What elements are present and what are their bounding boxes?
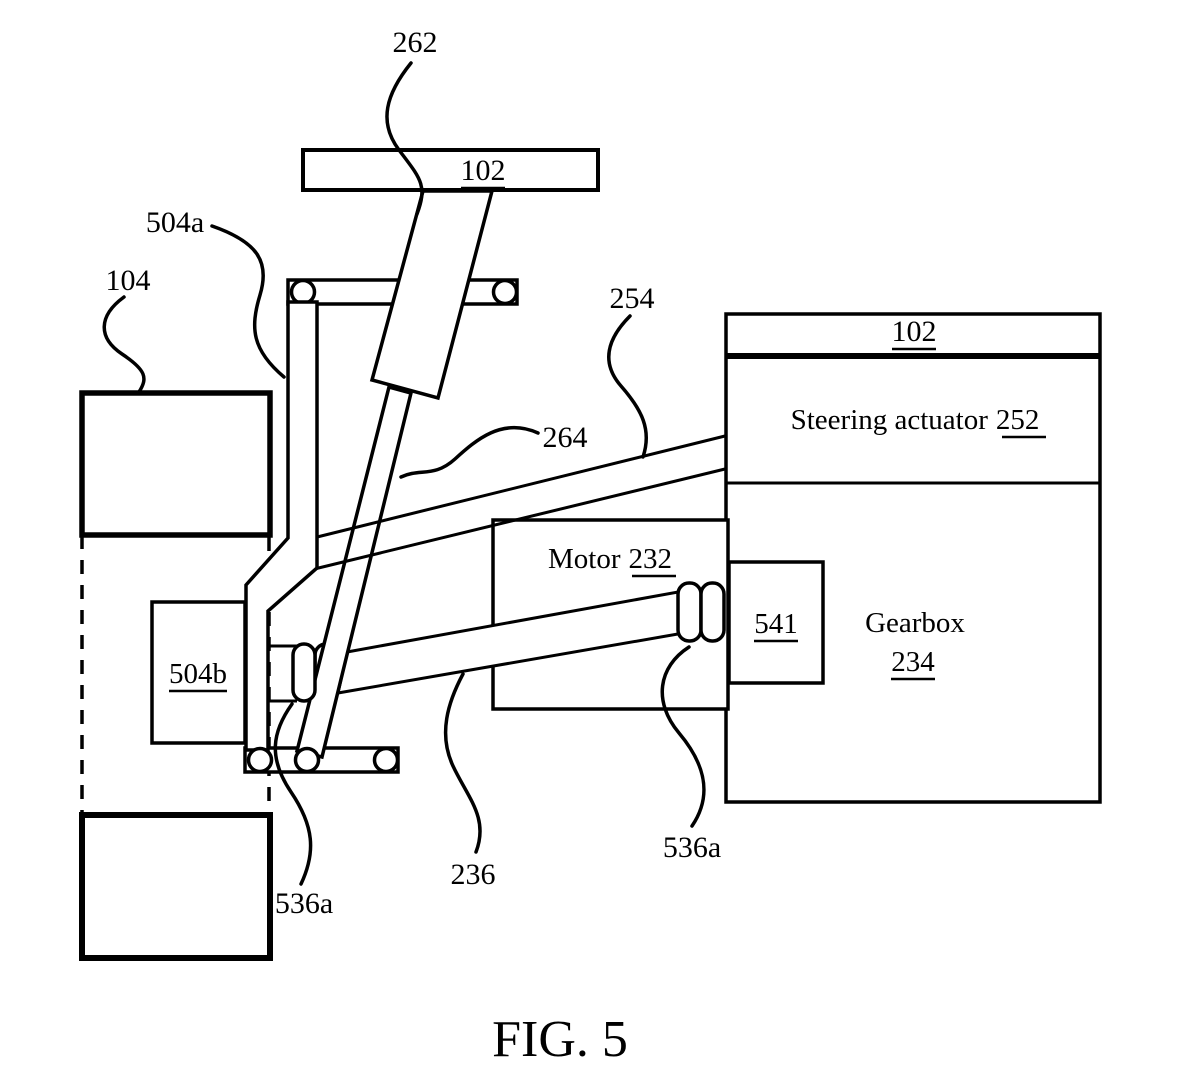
right-joint-capsule-2 [699, 581, 726, 643]
figure-caption: FIG. 5 [492, 1011, 628, 1068]
leader-262 [385, 61, 424, 216]
label-262: 262 [393, 26, 438, 59]
steering-wheel-bar [301, 148, 600, 192]
steering-actuator-text: Steering actuator [791, 404, 989, 436]
motor-ref: 232 [629, 543, 673, 575]
left-joint-capsule-front [291, 642, 317, 703]
steering-column-upper [369, 189, 495, 401]
label-102-steering-wheel: 102 [461, 154, 506, 187]
label-104: 104 [106, 264, 151, 297]
label-504a: 504a [146, 206, 204, 239]
leader-236 [443, 672, 482, 854]
steering-rod-254-upper-edge [304, 434, 726, 542]
label-264: 264 [543, 421, 588, 454]
steering-shaft-lower [294, 384, 414, 760]
steering-actuator-ref: 252 [996, 404, 1040, 436]
wheel-box-bottom [79, 812, 273, 961]
leader-536a-left [273, 702, 313, 886]
leader-536a-right [660, 645, 706, 828]
right-joint-capsule-1 [676, 581, 703, 643]
vehicle-block [724, 312, 1102, 804]
label-536a-left: 536a [275, 887, 333, 920]
label-541: 541 [754, 608, 798, 640]
label-504b: 504b [169, 658, 227, 690]
lower-bar-pivot-right [372, 746, 400, 774]
motor-text: Motor [548, 543, 621, 575]
upper-bar-pivot-left [289, 278, 317, 306]
upper-bar-pivot-right [491, 278, 519, 306]
leader-254 [607, 314, 648, 459]
label-gearbox: Gearbox [865, 607, 965, 639]
label-102-vehicle: 102 [892, 315, 937, 348]
lower-bar-pivot-left [246, 746, 274, 774]
leader-504a [210, 224, 286, 379]
label-536a-right: 536a [663, 831, 721, 864]
label-234: 234 [891, 646, 935, 678]
leader-104 [102, 295, 146, 394]
label-254: 254 [610, 282, 655, 315]
label-236: 236 [451, 858, 496, 891]
lower-bar-pivot-middle [293, 746, 321, 774]
coupler-box-541 [727, 560, 825, 685]
steering-rod-254-lower-edge [301, 467, 726, 574]
knuckle-box-504b [150, 600, 247, 745]
wheel-box-top [79, 390, 273, 538]
leader-264 [399, 425, 540, 479]
